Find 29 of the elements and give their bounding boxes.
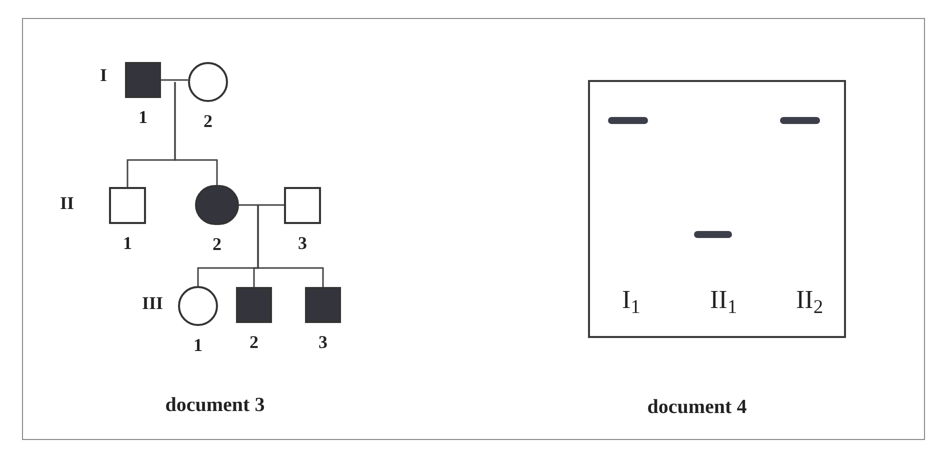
figure-caption: document 4 bbox=[647, 397, 747, 417]
male-square bbox=[109, 187, 146, 224]
pedigree-line bbox=[174, 82, 218, 185]
pedigree-line bbox=[161, 79, 188, 81]
gel-frame bbox=[588, 80, 846, 338]
individual-number: 2 bbox=[204, 112, 212, 130]
individual-number: 1 bbox=[123, 234, 132, 252]
individual-number: 3 bbox=[298, 234, 307, 252]
male-square bbox=[284, 187, 321, 224]
pedigree-line bbox=[257, 205, 324, 287]
lane-label: II$_{2}$ bbox=[796, 287, 824, 313]
gel-band bbox=[780, 117, 820, 124]
pedigree-line bbox=[239, 204, 284, 206]
lane-label: II$_{1}$ bbox=[710, 287, 738, 313]
generation-label: III bbox=[142, 294, 164, 312]
generation-label: I bbox=[100, 66, 108, 84]
gel-band bbox=[694, 231, 732, 238]
affected-male-square bbox=[125, 62, 161, 98]
generation-label: II bbox=[60, 194, 74, 212]
individual-number: 2 bbox=[212, 235, 222, 253]
individual-number: 1 bbox=[194, 336, 202, 354]
gel-band bbox=[608, 117, 648, 124]
individual-number: 1 bbox=[138, 108, 148, 126]
affected-male-square bbox=[305, 287, 341, 323]
affected-male-square bbox=[236, 287, 272, 323]
individual-number: 2 bbox=[250, 333, 258, 351]
figure-caption: document 3 bbox=[165, 395, 265, 415]
lane-label: I$_{1}$ bbox=[622, 287, 640, 313]
individual-number: 3 bbox=[318, 333, 328, 351]
